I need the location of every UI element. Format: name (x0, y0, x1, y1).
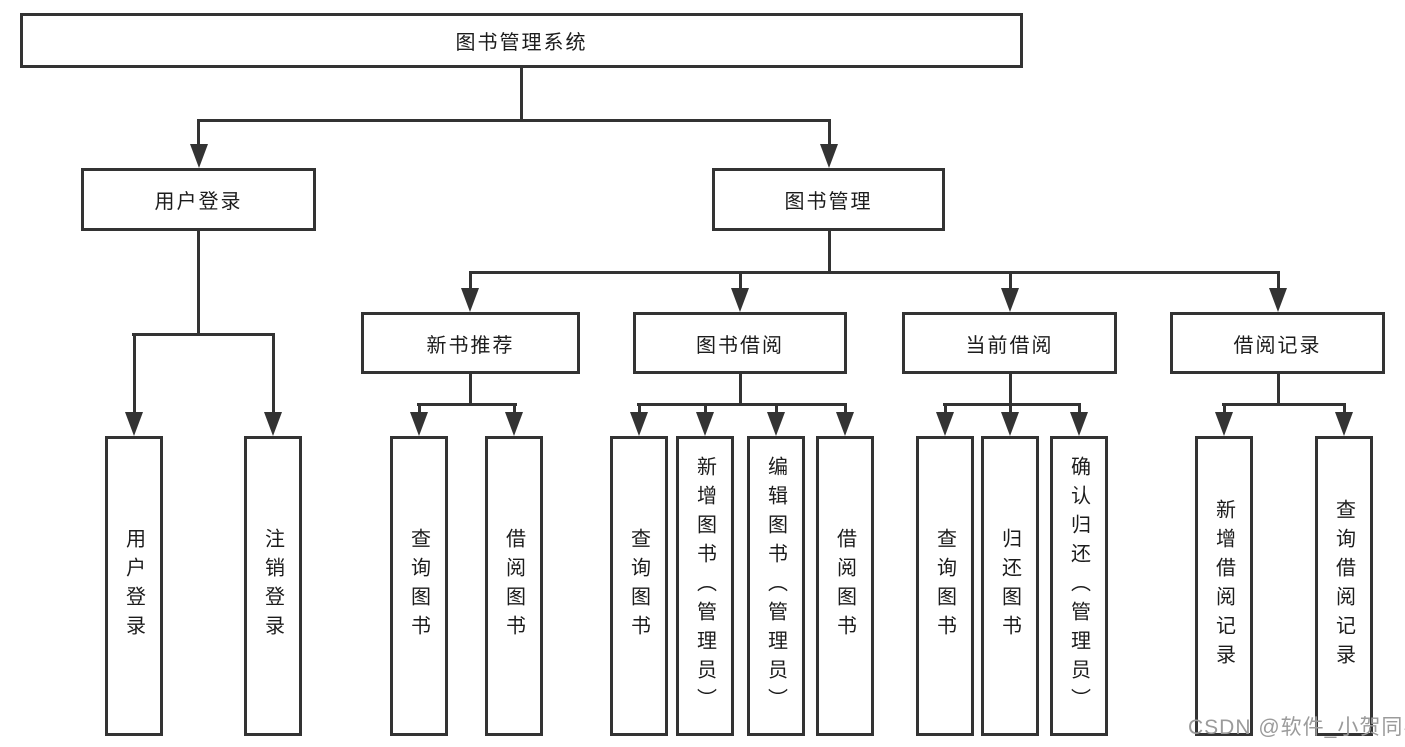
leaf-logout: 注销登录 (244, 436, 302, 736)
arrow-down-icon (1070, 412, 1088, 436)
leaf-add-borrow-record: 新增借阅记录 (1195, 436, 1253, 736)
arrow-down-icon (125, 412, 143, 436)
connector-line (197, 229, 200, 336)
leaf-add-book-admin: 新增图书（管理员） (676, 436, 734, 736)
leaf-query-book-recommend: 查询图书 (390, 436, 448, 736)
arrow-down-icon (410, 412, 428, 436)
connector-line (637, 403, 847, 406)
connector-line (1223, 403, 1226, 419)
connector-line (418, 403, 421, 419)
connector-line (1277, 271, 1280, 299)
leaf-confirm-return-admin: 确认归还（管理员） (1050, 436, 1108, 736)
arrow-down-icon (820, 144, 838, 168)
leaf-query-book-borrow: 查询图书 (610, 436, 668, 736)
leaf-query-book-current: 查询图书 (916, 436, 974, 736)
connector-line (828, 119, 831, 152)
node-new-book-recommend: 新书推荐 (361, 312, 580, 374)
arrow-down-icon (767, 412, 785, 436)
arrow-down-icon (190, 144, 208, 168)
connector-line (944, 403, 947, 419)
connector-line (1078, 403, 1081, 419)
arrow-down-icon (505, 412, 523, 436)
connector-line (1009, 403, 1012, 419)
node-root: 图书管理系统 (20, 13, 1023, 68)
connector-line (197, 119, 200, 152)
connector-line (513, 403, 516, 419)
arrow-down-icon (1269, 288, 1287, 312)
connector-line (469, 271, 1280, 274)
connector-line (828, 229, 831, 274)
connector-line (1222, 403, 1346, 406)
node-borrow-records: 借阅记录 (1170, 312, 1385, 374)
leaf-return-book: 归还图书 (981, 436, 1039, 736)
connector-line (739, 372, 742, 406)
connector-line (469, 271, 472, 299)
leaf-edit-book-admin: 编辑图书（管理员） (747, 436, 805, 736)
connector-line (417, 403, 517, 406)
connector-line (704, 403, 707, 419)
connector-line (739, 271, 742, 299)
connector-line (775, 403, 778, 419)
connector-line (469, 372, 472, 406)
connector-line (520, 66, 523, 122)
connector-line (1277, 372, 1280, 406)
connector-line (197, 119, 831, 122)
arrow-down-icon (1001, 412, 1019, 436)
node-current-borrow: 当前借阅 (902, 312, 1117, 374)
arrow-down-icon (731, 288, 749, 312)
arrow-down-icon (836, 412, 854, 436)
leaf-query-borrow-record: 查询借阅记录 (1315, 436, 1373, 736)
node-book-management: 图书管理 (712, 168, 945, 231)
connector-line (1343, 403, 1346, 419)
connector-line (133, 333, 136, 417)
node-user-login: 用户登录 (81, 168, 316, 231)
connector-line (132, 333, 275, 336)
arrow-down-icon (461, 288, 479, 312)
arrow-down-icon (1215, 412, 1233, 436)
connector-line (272, 333, 275, 417)
leaf-borrow-book: 借阅图书 (816, 436, 874, 736)
arrow-down-icon (1001, 288, 1019, 312)
watermark: CSDN @软件_小贺同学 (1188, 716, 1405, 739)
arrow-down-icon (936, 412, 954, 436)
connector-line (1009, 271, 1012, 299)
connector-line (638, 403, 641, 419)
arrow-down-icon (630, 412, 648, 436)
arrow-down-icon (1335, 412, 1353, 436)
leaf-borrow-book-recommend: 借阅图书 (485, 436, 543, 736)
arrow-down-icon (696, 412, 714, 436)
arrow-down-icon (264, 412, 282, 436)
connector-line (943, 403, 1081, 406)
connector-line (844, 403, 847, 419)
node-book-borrow: 图书借阅 (633, 312, 847, 374)
connector-line (1009, 372, 1012, 406)
leaf-user-login: 用户登录 (105, 436, 163, 736)
